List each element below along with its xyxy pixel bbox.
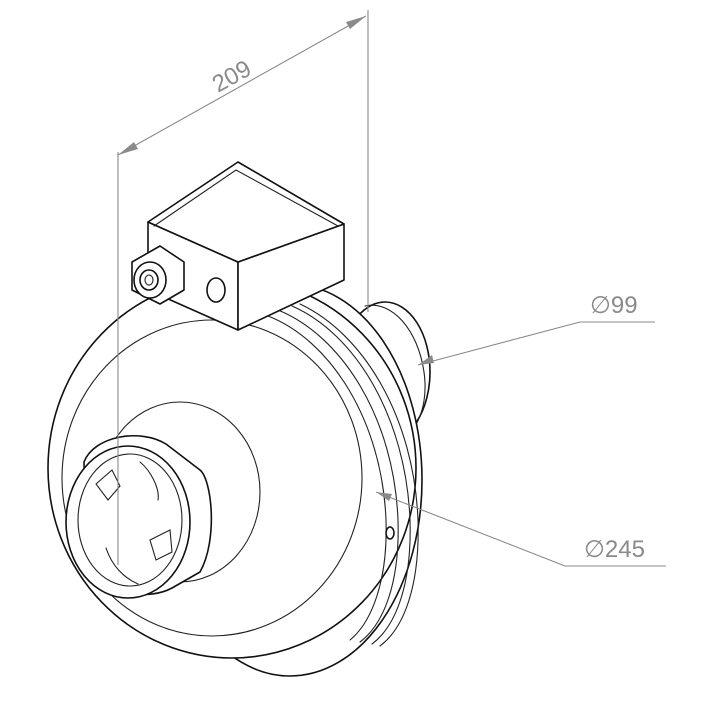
outlet-diameter-dimension: ∅99 (417, 292, 655, 366)
outlet-diameter-label: ∅99 (590, 292, 638, 319)
terminal-box (147, 161, 345, 331)
front-inlet-spigot (65, 434, 213, 599)
cable-gland (131, 245, 185, 305)
housing-diameter-dimension: ∅245 (375, 491, 666, 567)
housing-diameter-label: ∅245 (584, 536, 645, 563)
length-dimension-label: 209 (208, 55, 256, 98)
